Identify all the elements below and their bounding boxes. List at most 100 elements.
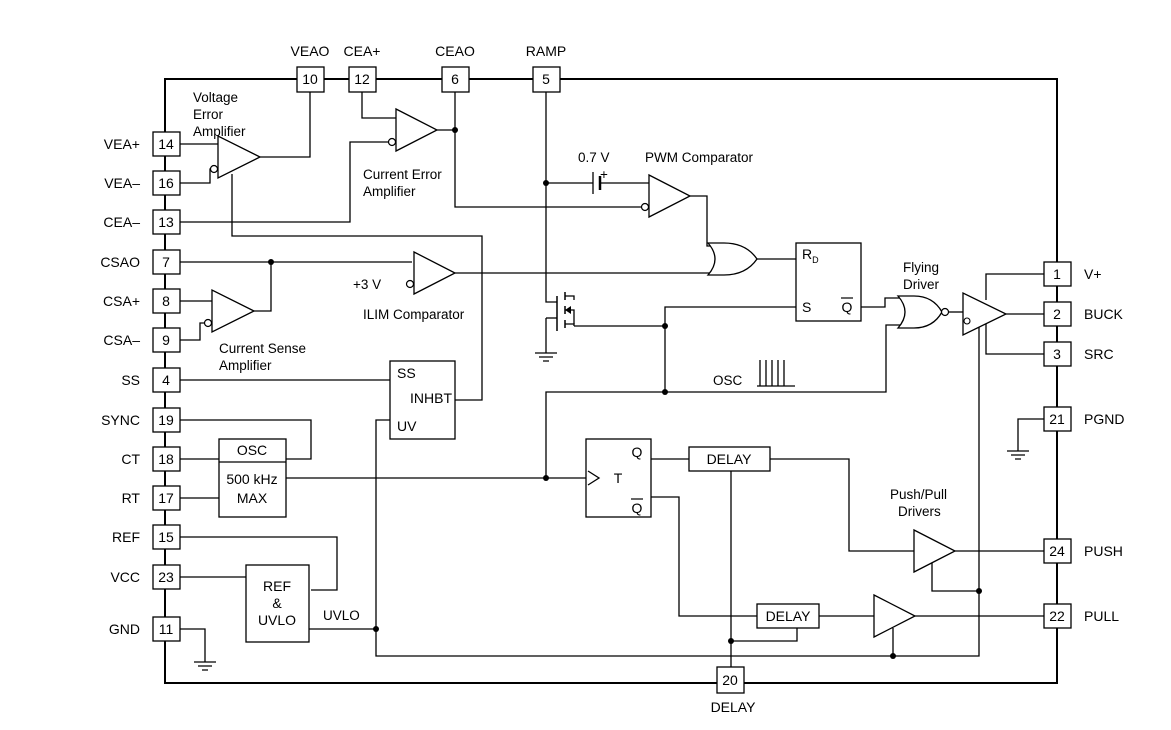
flying-label-1: Flying bbox=[903, 260, 939, 275]
svg-text:8: 8 bbox=[162, 293, 170, 309]
rs-flip-flop: RD S Q bbox=[795, 242, 862, 322]
qbar-output-label: Q bbox=[842, 299, 853, 315]
svg-text:REF: REF bbox=[263, 578, 291, 594]
pin-push: 24 PUSH bbox=[1043, 538, 1123, 564]
pin-cea-plus: 12 CEA+ bbox=[344, 43, 381, 93]
osc-frequency: 500 kHz bbox=[226, 471, 277, 487]
wiring bbox=[180, 92, 1044, 667]
osc-pulse-icon bbox=[757, 360, 795, 387]
s-input-label: S bbox=[802, 299, 811, 315]
svg-text:GND: GND bbox=[109, 621, 140, 637]
pin-ceao: 6 CEAO bbox=[435, 43, 475, 93]
pin-sync: 19 SYNC bbox=[101, 407, 181, 433]
toggle-flip-flop: T Q Q bbox=[585, 438, 652, 518]
pin-pull: 22 PULL bbox=[1043, 603, 1119, 629]
svg-text:CEA+: CEA+ bbox=[344, 43, 381, 59]
pwm-label: PWM Comparator bbox=[645, 150, 754, 165]
svg-text:7: 7 bbox=[162, 254, 170, 270]
svg-text:24: 24 bbox=[1049, 543, 1065, 559]
svg-text:6: 6 bbox=[451, 71, 459, 87]
pushpull-label-2: Drivers bbox=[898, 504, 941, 519]
svg-text:VEA+: VEA+ bbox=[104, 136, 140, 152]
svg-text:VEAO: VEAO bbox=[291, 43, 330, 59]
vea-label-1: Voltage bbox=[193, 90, 238, 105]
svg-text:PUSH: PUSH bbox=[1084, 543, 1123, 559]
csa-label-2: Amplifier bbox=[219, 358, 272, 373]
cea-label-2: Amplifier bbox=[363, 184, 416, 199]
vea-label-2: Error bbox=[193, 107, 224, 122]
svg-text:20: 20 bbox=[722, 672, 738, 688]
svg-text:17: 17 bbox=[158, 490, 174, 506]
svg-text:22: 22 bbox=[1049, 608, 1065, 624]
current-error-amplifier bbox=[387, 107, 439, 153]
diagram-labels: Voltage Error Amplifier Current Error Am… bbox=[193, 90, 947, 623]
svg-text:12: 12 bbox=[354, 71, 370, 87]
oscillator-block: OSC 500 kHz MAX bbox=[218, 438, 287, 518]
svg-text:9: 9 bbox=[162, 332, 170, 348]
svg-text:PGND: PGND bbox=[1084, 411, 1124, 427]
svg-text:SRC: SRC bbox=[1084, 346, 1114, 362]
ref-uvlo-block: REF & UVLO bbox=[245, 564, 310, 643]
svg-text:18: 18 bbox=[158, 451, 174, 467]
nor-gate bbox=[896, 295, 950, 329]
svg-text:1: 1 bbox=[1053, 266, 1061, 282]
svg-text:CSAO: CSAO bbox=[100, 254, 140, 270]
flying-label-2: Driver bbox=[903, 277, 940, 292]
svg-text:CEAO: CEAO bbox=[435, 43, 475, 59]
pin-csa-plus: 8 CSA+ bbox=[103, 288, 181, 314]
svg-text:SS: SS bbox=[121, 372, 140, 388]
csa-label-1: Current Sense bbox=[219, 341, 306, 356]
ilim-comparator bbox=[405, 250, 457, 296]
pwm-comparator bbox=[640, 173, 692, 219]
pull-driver bbox=[873, 593, 917, 639]
reference-source-icon bbox=[592, 172, 602, 194]
svg-text:19: 19 bbox=[158, 412, 174, 428]
qbar-output-label-2: Q bbox=[632, 500, 643, 516]
pin-ss: 4SS bbox=[121, 367, 181, 393]
delay-block-2: DELAY bbox=[756, 603, 820, 629]
voltage-error-amplifier bbox=[209, 134, 262, 180]
pin-vea-minus: 16 VEA– bbox=[104, 170, 181, 196]
junction-dots bbox=[268, 127, 982, 659]
osc-signal-label: OSC bbox=[713, 373, 743, 388]
uv-input-label: UV bbox=[397, 418, 417, 434]
svg-text:3: 3 bbox=[1053, 346, 1061, 362]
svg-text:CSA+: CSA+ bbox=[103, 293, 140, 309]
v07-label: 0.7 V bbox=[578, 150, 610, 165]
source-plus-label: + bbox=[600, 167, 608, 182]
q-output-label: Q bbox=[632, 444, 643, 460]
ss-input-label: SS bbox=[397, 365, 416, 381]
svg-text:VEA–: VEA– bbox=[104, 175, 140, 191]
cea-label-1: Current Error bbox=[363, 167, 442, 182]
rd-input-label: RD bbox=[802, 246, 819, 265]
svg-text:REF: REF bbox=[112, 529, 140, 545]
svg-text:11: 11 bbox=[159, 621, 174, 637]
soft-start-block: SS INHBT UV bbox=[389, 360, 456, 440]
ilim-label: ILIM Comparator bbox=[363, 307, 465, 322]
osc-title: OSC bbox=[237, 442, 267, 458]
svg-text:16: 16 bbox=[158, 175, 174, 191]
inhbt-label: INHBT bbox=[410, 390, 452, 406]
pin-csa-minus: 9 CSA– bbox=[103, 327, 181, 353]
svg-text:10: 10 bbox=[302, 71, 318, 87]
svg-text:23: 23 bbox=[158, 569, 174, 585]
delay-block-1: DELAY bbox=[688, 446, 771, 472]
pin-delay: 20 DELAY bbox=[711, 666, 756, 715]
svg-text:V+: V+ bbox=[1084, 266, 1102, 282]
svg-text:PULL: PULL bbox=[1084, 608, 1119, 624]
pin-gnd: 11 GND bbox=[109, 616, 181, 642]
svg-text:CSA–: CSA– bbox=[103, 332, 140, 348]
svg-text:SYNC: SYNC bbox=[101, 412, 140, 428]
